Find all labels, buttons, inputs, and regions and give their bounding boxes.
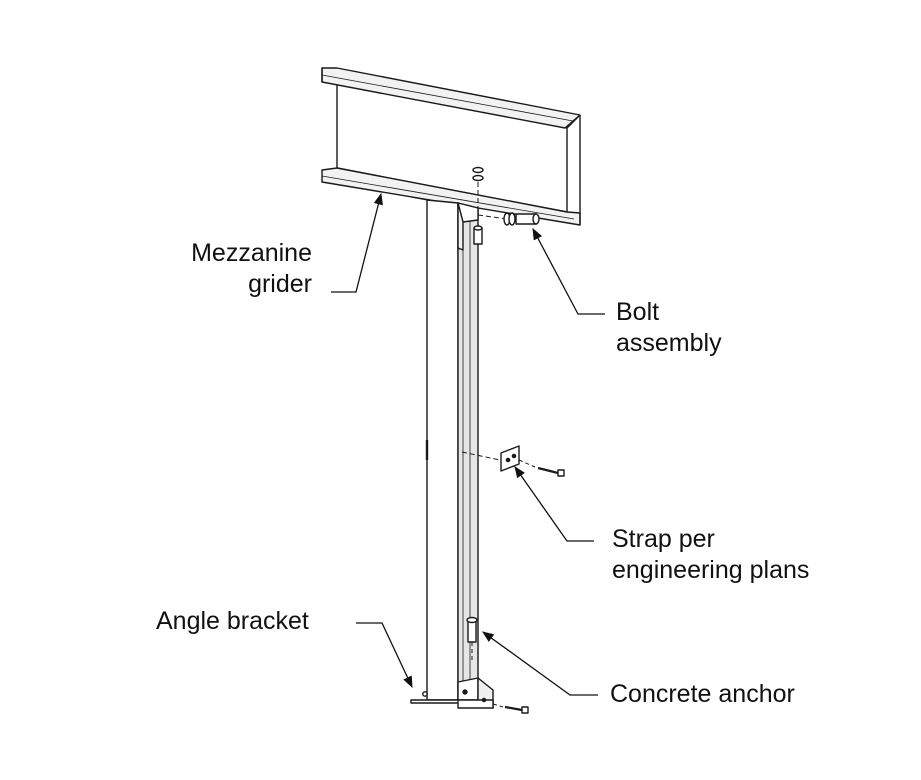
angle-bracket-label: Angle bracket — [156, 607, 309, 635]
mezzanine-girder — [321, 67, 581, 226]
angle-leader — [356, 622, 413, 689]
concrete-anchor — [466, 616, 529, 714]
bolt-assembly — [472, 166, 540, 245]
concrete-anchor-label: Concrete anchor — [610, 680, 795, 708]
strap — [461, 445, 565, 477]
mezzanine-girder-label: Mezzanine grider — [191, 239, 312, 298]
strap-label: Strap per engineering plans — [612, 525, 810, 584]
base-plate — [410, 677, 494, 709]
bolt-leader — [532, 227, 605, 315]
anchor-leader — [482, 631, 598, 696]
mezzanine-leader — [331, 192, 383, 293]
top-angle-bracket — [457, 202, 479, 251]
column — [410, 196, 479, 701]
bolt-assembly-label: Bolt assembly — [616, 298, 722, 357]
strap-leader — [514, 466, 594, 542]
